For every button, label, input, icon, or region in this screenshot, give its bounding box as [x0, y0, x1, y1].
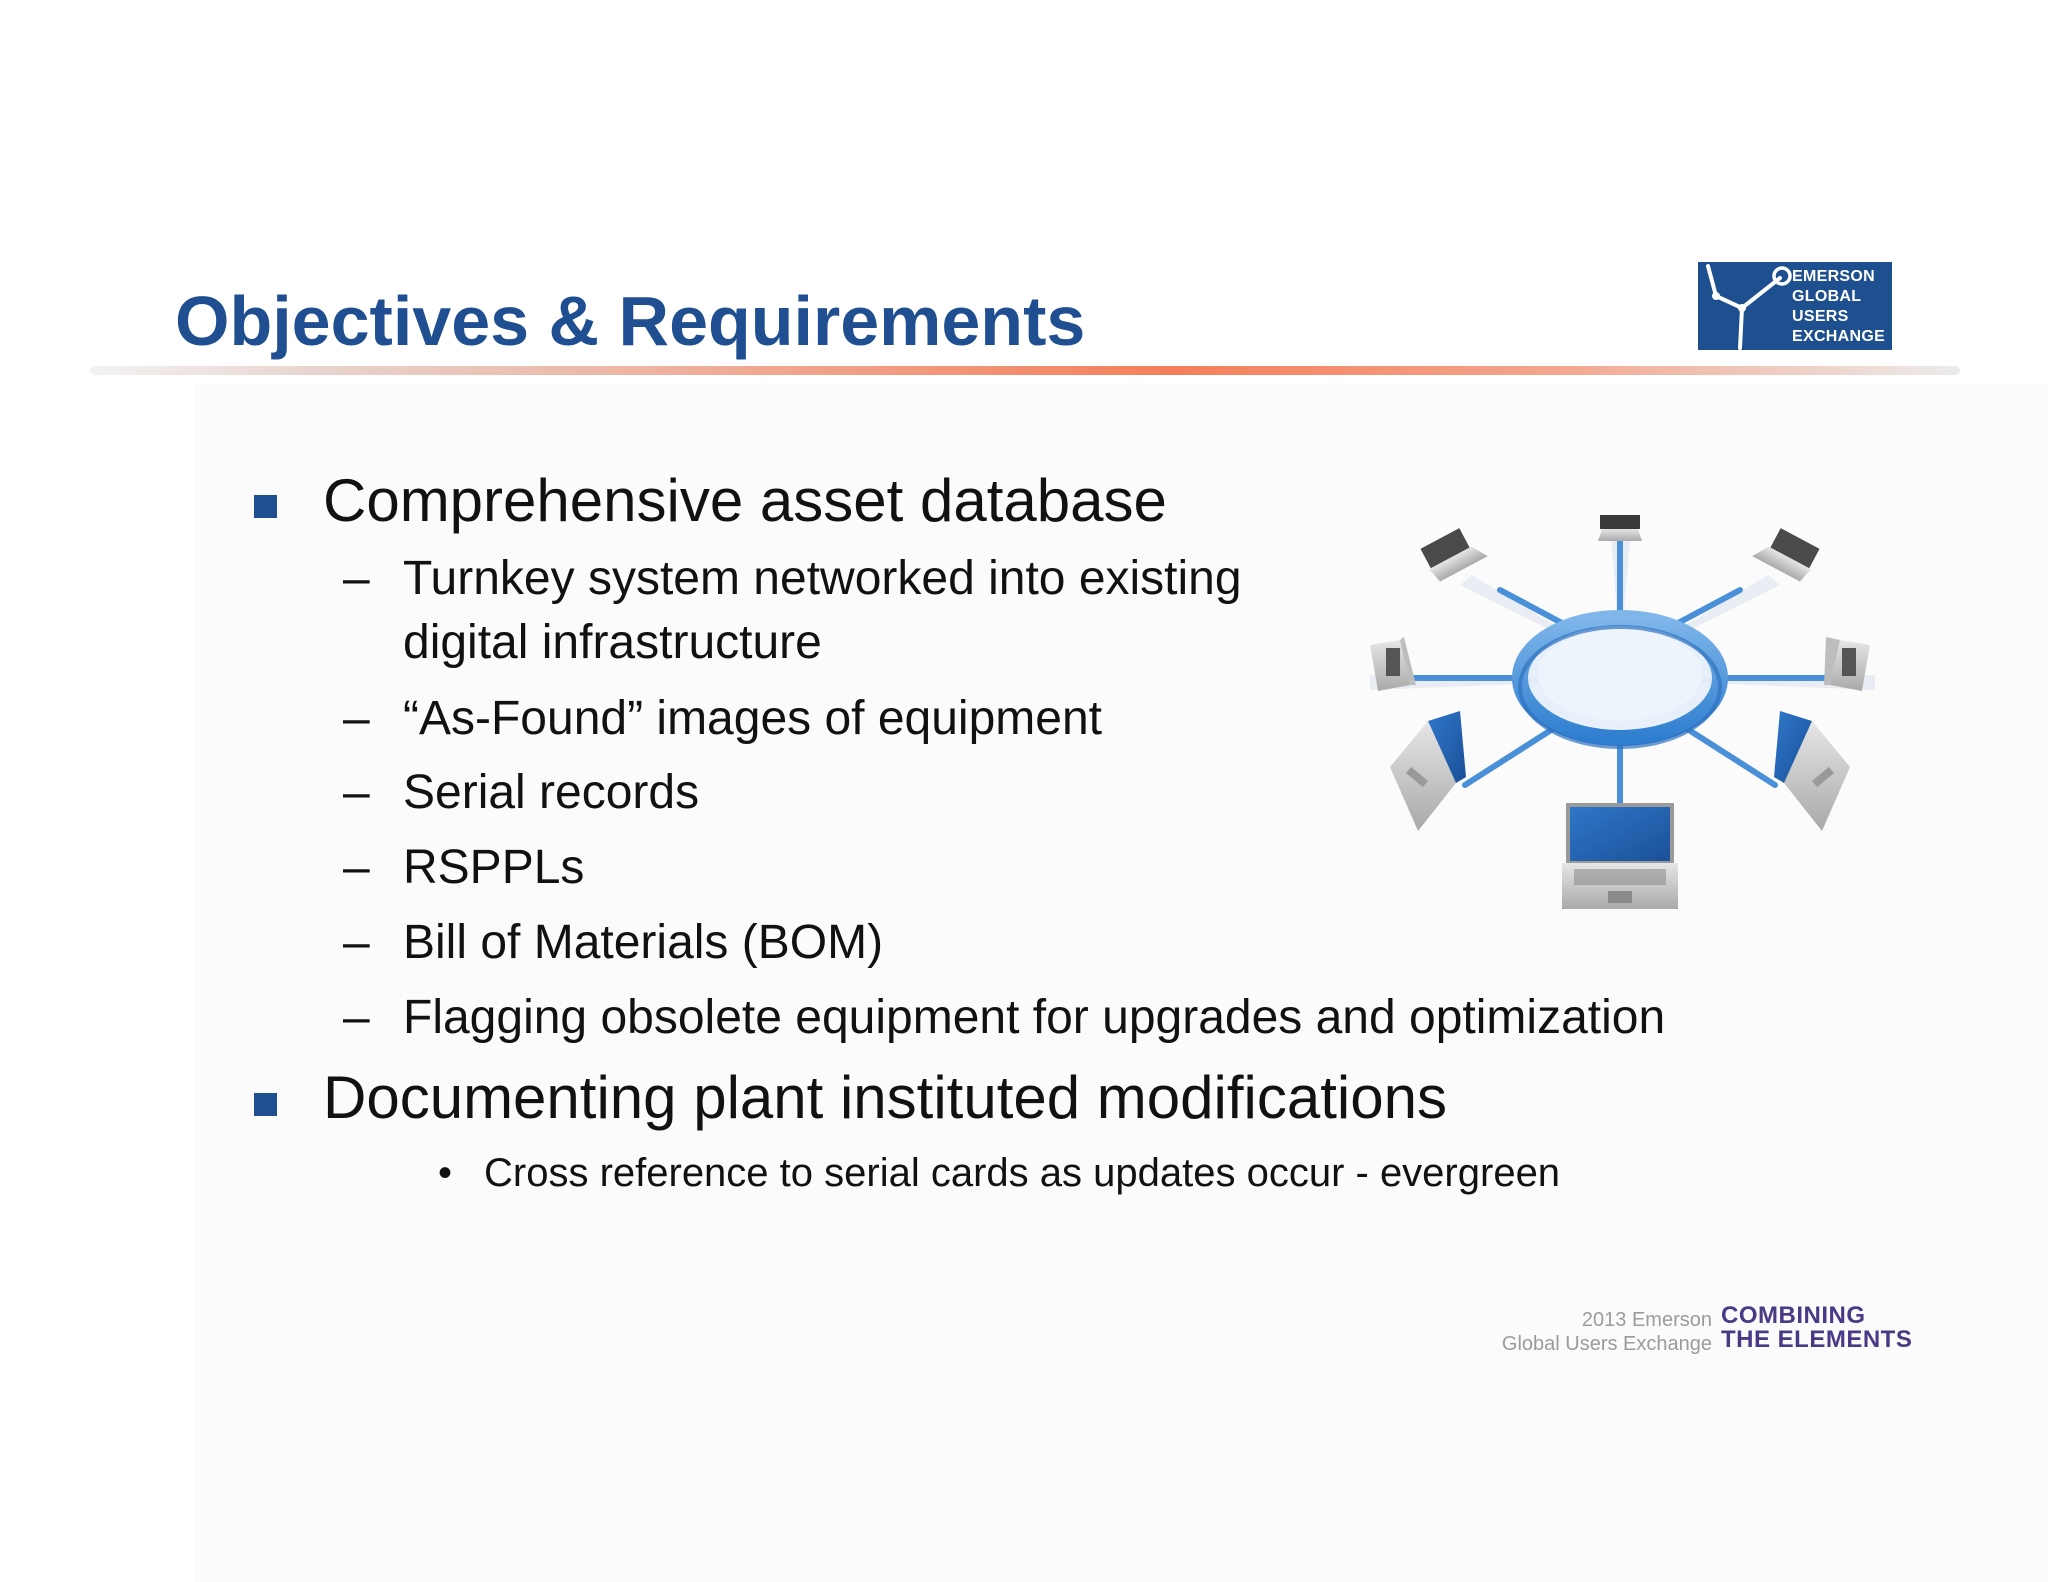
footer-line: 2013 Emerson: [1581, 1309, 1712, 1331]
title-divider: [90, 366, 1960, 375]
footer-event-name: 2013 Emerson Global Users Exchange: [1440, 1308, 1712, 1356]
footer-line: Global Users Exchange: [1501, 1333, 1712, 1355]
content-background: [195, 385, 2048, 1582]
logo-text: EMERSON GLOBAL USERS EXCHANGE: [1792, 267, 1892, 347]
laptop-network-ring-icon: [1370, 515, 1875, 909]
logo-line: EMERSON: [1792, 268, 1875, 285]
footer-brand-line: THE ELEMENTS: [1721, 1326, 1913, 1353]
logo-line: GLOBAL: [1792, 288, 1862, 305]
footer-brand: COMBINING THE ELEMENTS: [1721, 1304, 1912, 1352]
logo-line: USERS: [1792, 308, 1849, 325]
molecule-logo-icon: [1706, 264, 1792, 350]
logo-line: EXCHANGE: [1792, 328, 1886, 345]
emerson-logo: EMERSON GLOBAL USERS EXCHANGE: [1698, 262, 1892, 350]
slide-title: Objectives & Requirements: [175, 282, 1086, 360]
footer-brand-line: COMBINING: [1721, 1302, 1866, 1329]
